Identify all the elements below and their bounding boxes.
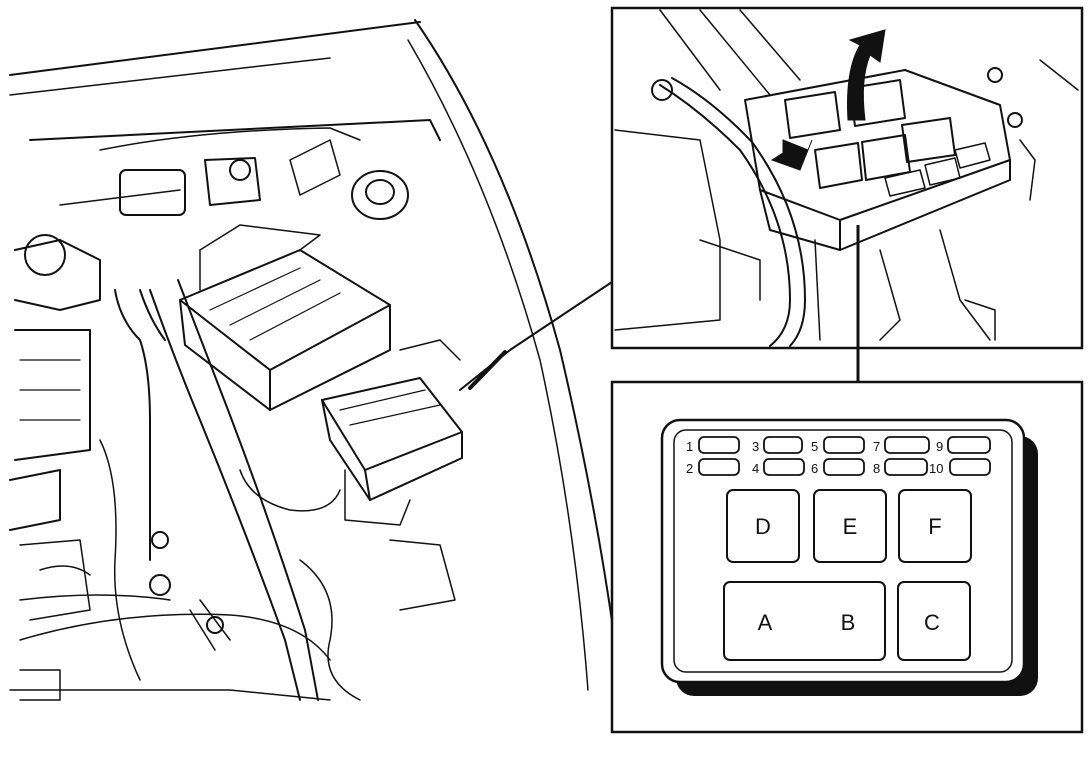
fuse-slot-6 <box>823 458 865 476</box>
relay-label-b: B <box>841 610 856 635</box>
relay-slot-ab <box>723 581 886 661</box>
fuse-label-8: 8 <box>873 461 880 476</box>
fuse-slot-5 <box>823 436 865 454</box>
fuse-label-2: 2 <box>686 461 693 476</box>
fuse-label-6: 6 <box>811 461 818 476</box>
fuse-slot-7 <box>884 436 930 454</box>
relay-label-c: C <box>924 610 940 635</box>
fuse-slot-1 <box>698 436 740 454</box>
inset-fuse-box-view <box>610 6 1084 350</box>
fuse-slot-10 <box>949 458 991 476</box>
fuse-label-9: 9 <box>936 439 943 454</box>
fuse-slot-3 <box>763 436 803 454</box>
fuse-label-3: 3 <box>752 439 759 454</box>
relay-slot-d <box>726 489 800 563</box>
relay-slot-e <box>813 489 887 563</box>
fuse-layout-inset: 1 3 5 7 9 2 4 6 8 10 D E F A B C <box>610 380 1084 734</box>
relay-label-a: A <box>758 610 773 635</box>
fuse-label-1: 1 <box>686 439 693 454</box>
fuse-label-7: 7 <box>873 439 880 454</box>
fuse-slot-8 <box>884 458 928 476</box>
cover-removal-arrows <box>770 29 886 171</box>
fuse-label-10: 10 <box>929 461 943 476</box>
engine-bay-illustration <box>9 19 621 701</box>
fuse-slot-4 <box>763 458 805 476</box>
fuse-label-4: 4 <box>752 461 759 476</box>
relay-label-f: F <box>928 514 941 539</box>
relay-label-d: D <box>755 514 771 539</box>
relay-slot-c <box>897 581 971 661</box>
inset-frame <box>610 6 1084 350</box>
relay-slot-f <box>898 489 972 563</box>
relay-label-e: E <box>843 514 858 539</box>
fuse-slot-2 <box>698 458 740 476</box>
fuse-label-5: 5 <box>811 439 818 454</box>
fuse-slot-9 <box>947 436 991 454</box>
